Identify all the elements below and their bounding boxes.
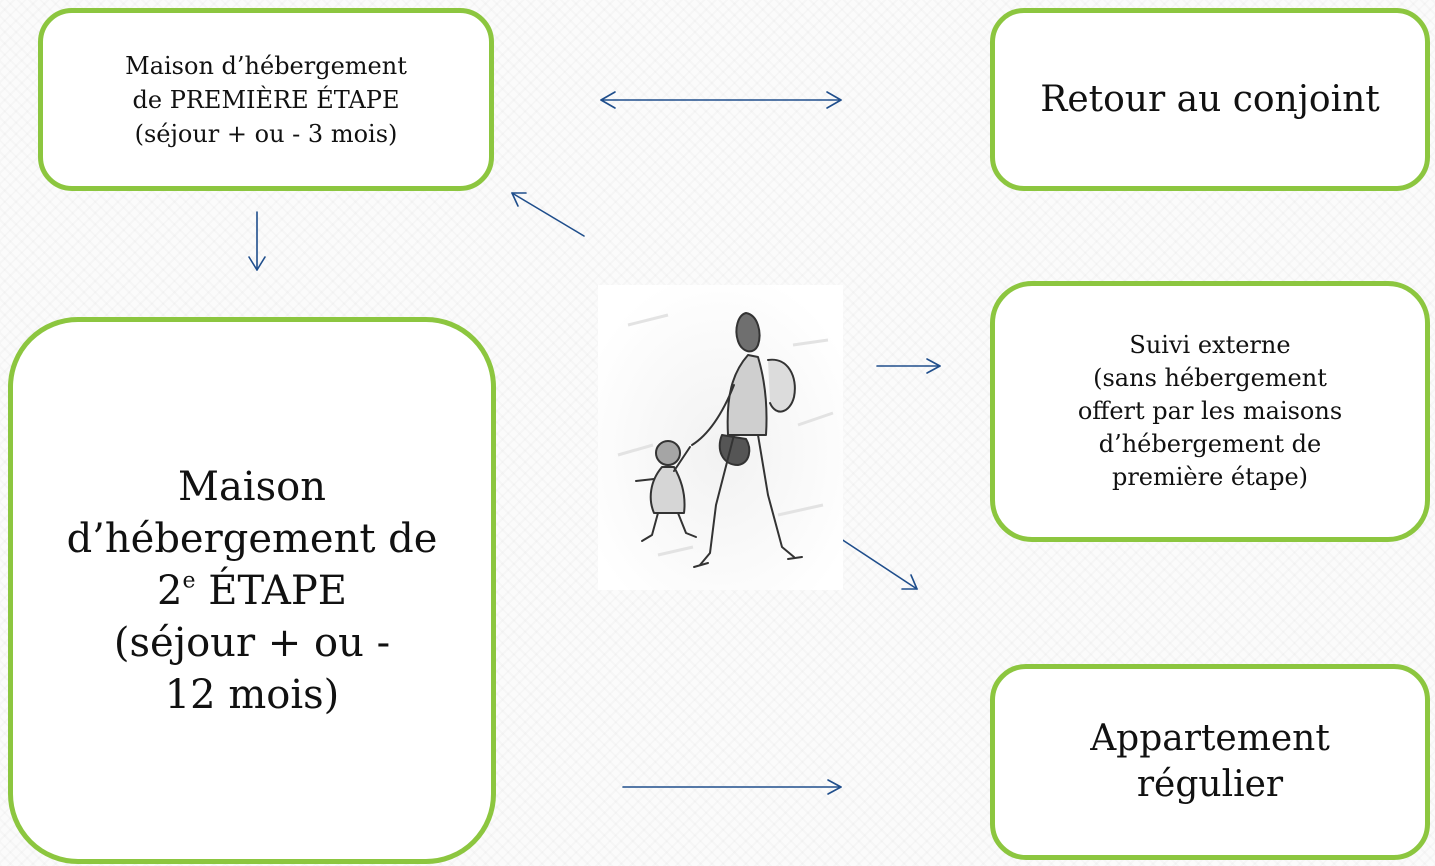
second-stage-line1: Maison	[178, 463, 326, 510]
return-to-spouse-label: Retour au conjoint	[1040, 79, 1380, 120]
second-stage-line2: d’hébergement de	[66, 515, 438, 562]
arrow-to-followup	[876, 358, 941, 374]
apartment-label: Appartement régulier	[1090, 718, 1330, 805]
second-stage-line5: 12 mois)	[164, 671, 340, 718]
first-stage-box: Maison d’hébergement de PREMIÈRE ÉTAPE (…	[38, 8, 494, 191]
return-to-spouse-box: Retour au conjoint	[990, 8, 1430, 191]
second-stage-label: Maison d’hébergement de 2e ÉTAPE (séjour…	[67, 461, 438, 721]
arrow-second-to-apartment	[622, 779, 842, 795]
second-stage-etape: ÉTAPE	[195, 567, 347, 614]
arrow-first-to-second	[248, 211, 266, 271]
arrow-to-apartment-diagonal	[831, 532, 918, 590]
arrow-to-first-stage	[511, 192, 585, 237]
second-stage-line4: (séjour + ou -	[113, 619, 391, 666]
external-followup-label: Suivi externe (sans hébergement offert p…	[1077, 331, 1343, 491]
mother-child-walking-icon	[598, 285, 843, 590]
apartment-box: Appartement régulier	[990, 664, 1430, 860]
second-stage-box: Maison d’hébergement de 2e ÉTAPE (séjour…	[8, 317, 496, 864]
first-stage-label: Maison d’hébergement de PREMIÈRE ÉTAPE (…	[125, 51, 407, 148]
second-stage-number: 2	[157, 567, 183, 614]
external-followup-box: Suivi externe (sans hébergement offert p…	[990, 281, 1430, 542]
second-stage-superscript: e	[182, 568, 196, 593]
double-arrow-first-return	[600, 91, 842, 109]
